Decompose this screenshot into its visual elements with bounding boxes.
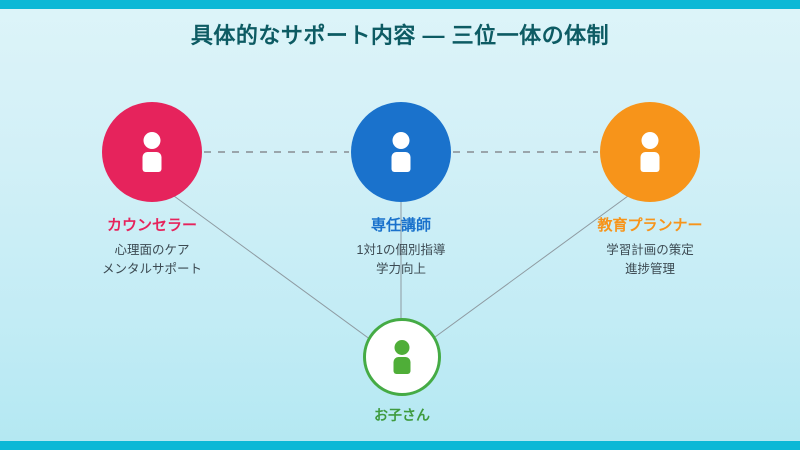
node-teacher[interactable]: 専任講師 1対1の個別指導 学力向上 xyxy=(301,102,501,280)
person-icon-body xyxy=(393,357,411,374)
counselor-description: 心理面のケア メンタルサポート xyxy=(52,241,252,280)
person-icon xyxy=(388,132,414,172)
node-counselor[interactable]: カウンセラー 心理面のケア メンタルサポート xyxy=(52,102,252,280)
bottom-accent-bar xyxy=(0,441,800,450)
person-icon xyxy=(391,340,413,374)
teacher-desc-line2: 学力向上 xyxy=(375,262,426,277)
person-icon-body xyxy=(391,152,411,172)
teacher-label: 専任講師 xyxy=(370,217,431,234)
counselor-label: カウンセラー xyxy=(106,217,197,234)
person-icon-head xyxy=(394,340,410,355)
child-bubble[interactable] xyxy=(363,318,441,396)
person-icon-head xyxy=(392,132,410,149)
person-icon-head xyxy=(143,132,161,149)
planner-bubble[interactable] xyxy=(600,102,700,202)
person-icon-head xyxy=(641,132,659,149)
planner-desc-line2: 進捗管理 xyxy=(624,262,675,277)
child-label: お子さん xyxy=(374,407,430,423)
teacher-desc-line1: 1対1の個別指導 xyxy=(356,243,446,257)
counselor-desc-line2: メンタルサポート xyxy=(101,262,202,277)
counselor-desc-line1: 心理面のケア xyxy=(114,243,190,257)
person-icon-body xyxy=(142,152,162,172)
planner-label: 教育プランナー xyxy=(597,217,703,234)
person-icon xyxy=(139,132,165,172)
top-accent-bar xyxy=(0,0,800,9)
node-child[interactable]: お子さん xyxy=(302,318,502,425)
page-title: 具体的なサポート内容 ― 三位一体の体制 xyxy=(190,23,610,48)
counselor-bubble[interactable] xyxy=(102,102,202,202)
planner-description: 学習計画の策定 進捗管理 xyxy=(550,241,750,280)
person-icon-body xyxy=(640,152,660,172)
teacher-description: 1対1の個別指導 学力向上 xyxy=(301,241,501,280)
node-planner[interactable]: 教育プランナー 学習計画の策定 進捗管理 xyxy=(550,102,750,280)
teacher-bubble[interactable] xyxy=(351,102,451,202)
person-icon xyxy=(637,132,663,172)
planner-desc-line1: 学習計画の策定 xyxy=(606,243,694,257)
